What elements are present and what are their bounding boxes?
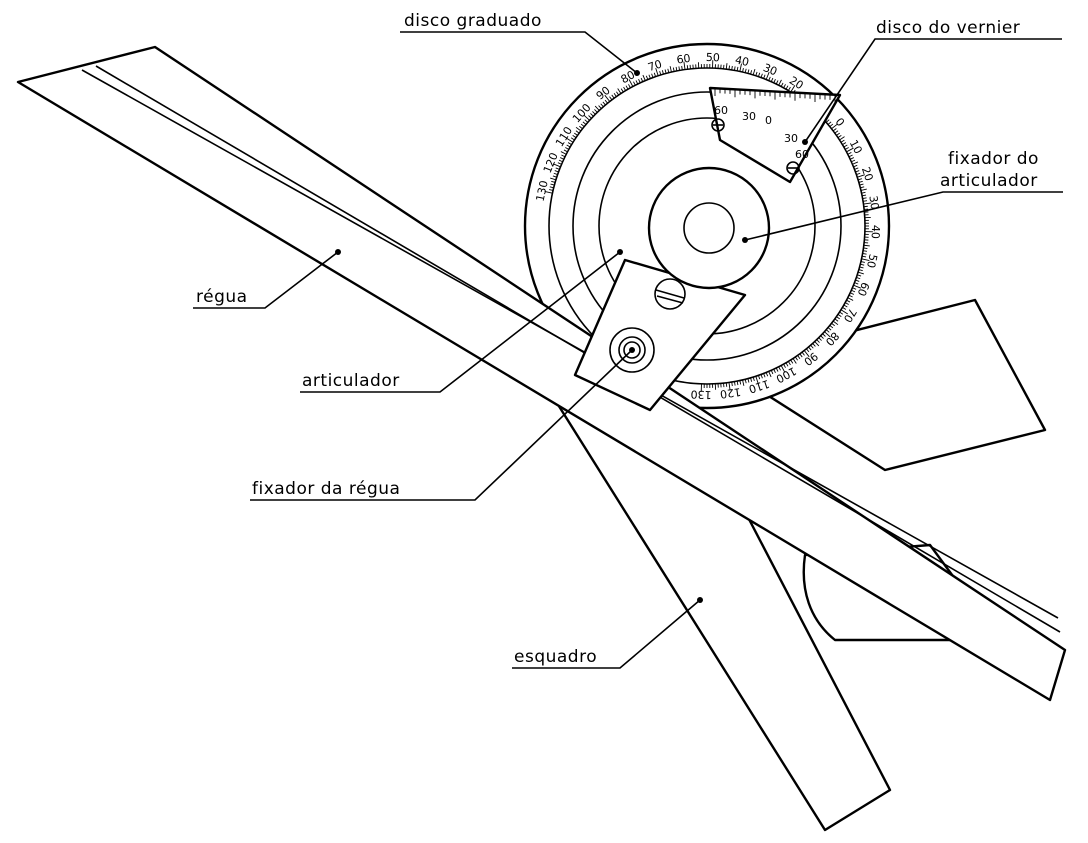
- dot-esquadro: [697, 597, 703, 603]
- label-disco-vernier: disco do vernier: [876, 18, 1020, 38]
- vernier-number-1: 30: [742, 110, 756, 123]
- label-fixador-articulador-line1: fixador do: [948, 149, 1039, 169]
- label-disco-graduado: disco graduado: [404, 11, 542, 31]
- graduated-disc-number: 50: [706, 51, 720, 64]
- dot-fixador-articulador: [742, 237, 748, 243]
- label-articulador: articulador: [302, 371, 400, 391]
- graduated-disc-tick: [863, 251, 867, 252]
- vernier-number-0: 60: [714, 104, 728, 117]
- graduated-disc-tick: [732, 66, 733, 70]
- label-fixador-regua: fixador da régua: [252, 479, 400, 499]
- label-esquadro: esquadro: [514, 647, 597, 667]
- vernier-number-2: 0: [765, 114, 772, 127]
- graduated-disc-number: 130: [690, 388, 711, 402]
- graduated-disc-number: 40: [869, 225, 882, 239]
- dot-articulador: [617, 249, 623, 255]
- graduated-disc-number: 60: [676, 52, 692, 67]
- dot-fixador-regua: [629, 347, 635, 353]
- vernier-number-4: 60: [795, 148, 809, 161]
- graduated-disc-tick: [729, 66, 730, 70]
- articulator-hub: [649, 168, 769, 288]
- dot-disco-vernier: [802, 139, 808, 145]
- leader-disco-graduado: [400, 32, 637, 73]
- graduated-disc-tick: [863, 201, 867, 202]
- label-fixador-articulador-line2: articulador: [940, 171, 1038, 191]
- graduated-disc-tick: [732, 382, 733, 386]
- label-regua: régua: [196, 287, 248, 307]
- graduated-disc-tick: [863, 248, 867, 249]
- graduated-disc-tick: [682, 66, 683, 70]
- dot-disco-graduado: [634, 70, 640, 76]
- vernier-number-3: 30: [784, 132, 798, 145]
- dot-regua: [335, 249, 341, 255]
